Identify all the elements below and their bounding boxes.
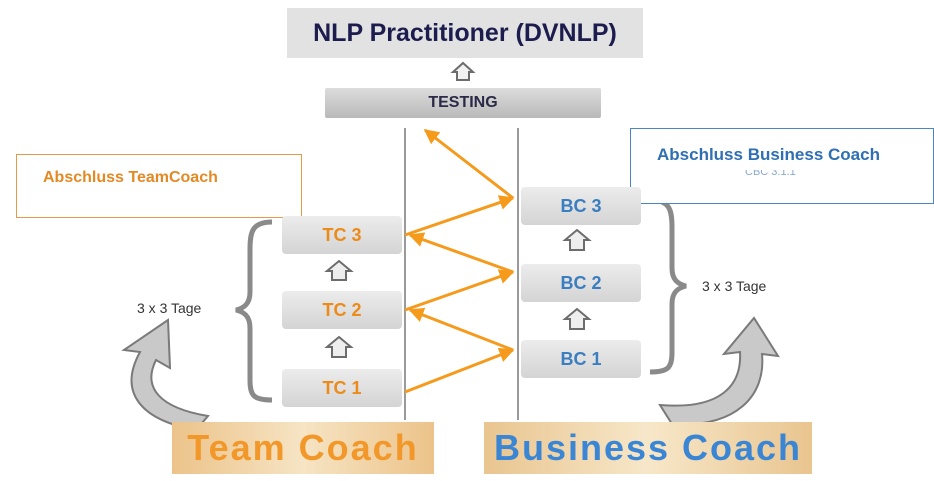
stage-bc1: BC 1 [521, 340, 641, 378]
progression-arrows [404, 128, 515, 394]
stage-tc3: TC 3 [282, 216, 402, 254]
business-coach-label: Business Coach [484, 422, 812, 474]
stage-bc3: BC 3 [521, 187, 641, 225]
stage-bc2: BC 2 [521, 264, 641, 302]
team-coach-completion-callout: Abschluss TeamCoach [16, 154, 302, 218]
up-arrow-icon [450, 61, 476, 81]
business-coach-completion-sublabel: CBC 3.1.1 [745, 170, 796, 176]
right-duration-label: 3 x 3 Tage [702, 278, 767, 294]
right-curved-arrow-icon [658, 316, 780, 426]
left-duration-label: 3 x 3 Tage [137, 300, 202, 316]
business-coach-completion-callout: Abschluss Business Coach [630, 128, 934, 204]
page-title: NLP Practitioner (DVNLP) [287, 8, 643, 58]
left-brace [235, 219, 273, 403]
business-coach-completion-label: Abschluss Business Coach [657, 145, 880, 164]
left-curved-arrow-icon [121, 318, 210, 432]
testing-box: TESTING [325, 88, 601, 118]
right-brace [649, 197, 687, 375]
team-coach-label: Team Coach [172, 422, 434, 474]
stage-tc1: TC 1 [282, 369, 402, 407]
stage-tc2: TC 2 [282, 291, 402, 329]
team-coach-completion-label: Abschluss TeamCoach [43, 169, 218, 186]
up-arrow-icon [324, 228, 592, 358]
